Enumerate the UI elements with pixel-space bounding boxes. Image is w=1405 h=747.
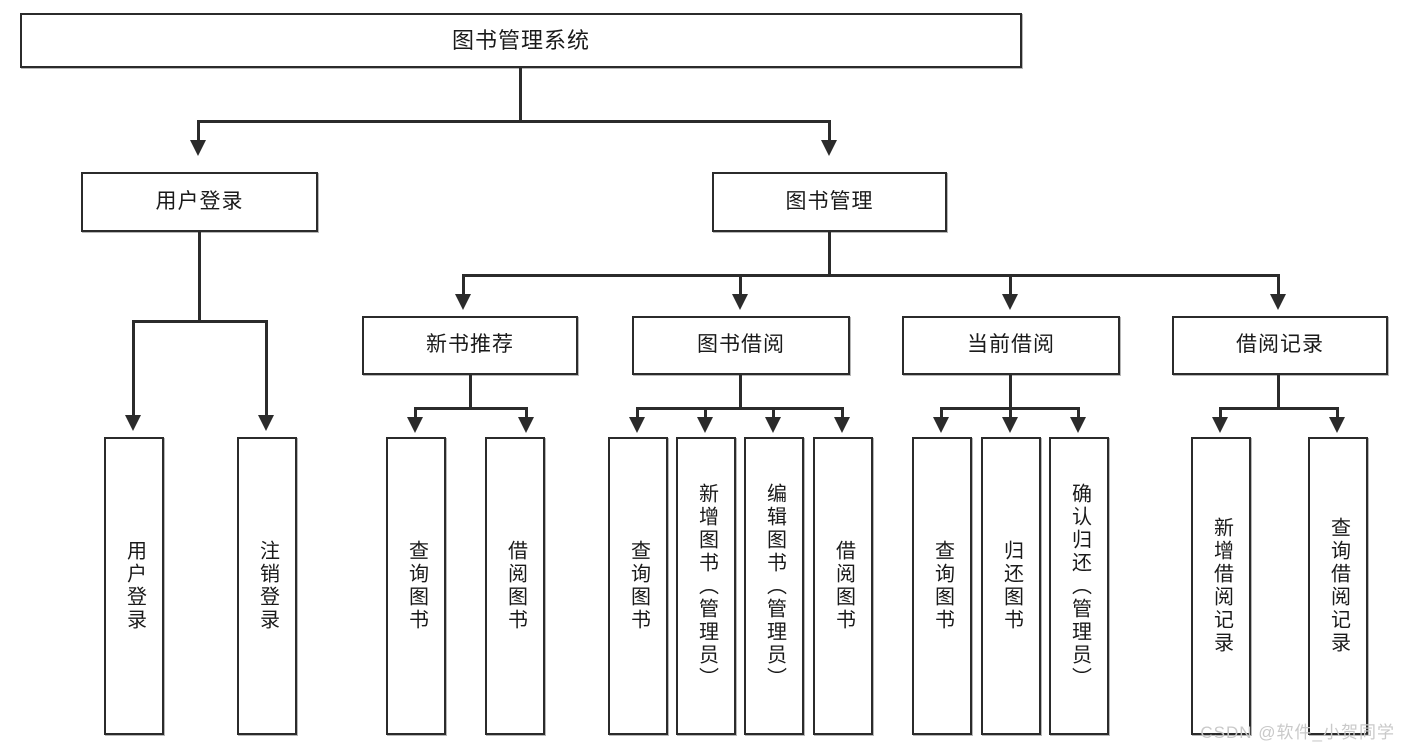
leaf-label: 借阅图书 — [504, 540, 527, 632]
connector-userlogin-drop-1 — [265, 320, 268, 417]
leaf-book-borrow-3[interactable]: 借阅图书 — [813, 437, 873, 735]
node-borrow-record[interactable]: 借阅记录 — [1172, 316, 1388, 375]
connector-currentborrow-drop-0 — [940, 407, 943, 419]
leaf-label: 借阅图书 — [832, 540, 855, 632]
connector-borrowrecord-drop-1 — [1336, 407, 1339, 419]
arrowhead-bookmgmt-0 — [455, 294, 471, 310]
connector-level2-bus — [197, 120, 831, 123]
arrowhead-bookborrow-1 — [697, 417, 713, 433]
connector-bookmgmt-drop-1 — [739, 274, 742, 296]
leaf-borrow-record-1[interactable]: 查询借阅记录 — [1308, 437, 1368, 735]
connector-borrowrecord-bus — [1219, 407, 1339, 410]
node-label: 图书管理 — [785, 189, 874, 213]
leaf-label: 归还图书 — [1000, 540, 1023, 632]
leaf-borrow-record-0[interactable]: 新增借阅记录 — [1191, 437, 1251, 735]
node-user-login[interactable]: 用户登录 — [81, 172, 318, 232]
node-label: 借阅记录 — [1236, 333, 1324, 357]
leaf-label: 注销登录 — [256, 540, 279, 632]
leaf-new-book-recommend-0[interactable]: 查询图书 — [386, 437, 446, 735]
connector-bookborrow-drop-0 — [636, 407, 639, 419]
leaf-book-borrow-1[interactable]: 新增图书（管理员） — [676, 437, 736, 735]
connector-newbook-stem — [469, 375, 472, 407]
arrowhead-level2-left — [190, 140, 206, 156]
leaf-label: 查询图书 — [931, 540, 954, 632]
connector-root-stem — [519, 68, 522, 120]
leaf-label: 确认归还（管理员） — [1068, 482, 1091, 690]
connector-borrowrecord-drop-0 — [1219, 407, 1222, 419]
leaf-label: 查询图书 — [627, 540, 650, 632]
connector-bookborrow-drop-2 — [772, 407, 775, 419]
node-current-borrow[interactable]: 当前借阅 — [902, 316, 1120, 375]
connector-borrowrecord-stem — [1277, 375, 1280, 407]
arrowhead-bookborrow-0 — [629, 417, 645, 433]
leaf-current-borrow-2[interactable]: 确认归还（管理员） — [1049, 437, 1109, 735]
leaf-label: 新增图书（管理员） — [695, 482, 718, 690]
node-label: 图书管理系统 — [451, 27, 590, 53]
leaf-label: 用户登录 — [123, 540, 146, 632]
connector-bookmgmt-stem — [828, 232, 831, 274]
arrowhead-currentborrow-2 — [1070, 417, 1086, 433]
leaf-user-login-0[interactable]: 用户登录 — [104, 437, 164, 735]
watermark-text: CSDN @软件_小贺同学 — [1200, 723, 1395, 742]
leaf-current-borrow-0[interactable]: 查询图书 — [912, 437, 972, 735]
leaf-book-borrow-0[interactable]: 查询图书 — [608, 437, 668, 735]
arrowhead-bookmgmt-1 — [732, 294, 748, 310]
node-new-book-recommend[interactable]: 新书推荐 — [362, 316, 578, 375]
connector-bookborrow-stem — [739, 375, 742, 407]
arrowhead-bookmgmt-2 — [1002, 294, 1018, 310]
connector-bookmgmt-drop-0 — [462, 274, 465, 296]
arrowhead-currentborrow-0 — [933, 417, 949, 433]
arrowhead-userlogin-1 — [258, 415, 274, 431]
leaf-label: 编辑图书（管理员） — [763, 482, 786, 690]
node-label: 新书推荐 — [426, 333, 514, 357]
connector-currentborrow-drop-2 — [1077, 407, 1080, 419]
arrowhead-borrowrecord-1 — [1329, 417, 1345, 433]
connector-bookmgmt-bus — [462, 274, 1280, 277]
connector-newbook-bus — [414, 407, 528, 410]
leaf-label: 新增借阅记录 — [1210, 517, 1233, 655]
connector-newbook-drop-1 — [525, 407, 528, 419]
arrowhead-borrowrecord-0 — [1212, 417, 1228, 433]
arrowhead-bookborrow-2 — [765, 417, 781, 433]
connector-level2-drop-left — [197, 120, 200, 142]
leaf-user-login-1[interactable]: 注销登录 — [237, 437, 297, 735]
leaf-new-book-recommend-1[interactable]: 借阅图书 — [485, 437, 545, 735]
connector-userlogin-stem — [198, 232, 201, 320]
node-book-borrow[interactable]: 图书借阅 — [632, 316, 850, 375]
arrowhead-userlogin-0 — [125, 415, 141, 431]
connector-newbook-drop-0 — [414, 407, 417, 419]
connector-bookmgmt-drop-3 — [1277, 274, 1280, 296]
connector-currentborrow-drop-1 — [1009, 407, 1012, 419]
node-label: 图书借阅 — [697, 333, 785, 357]
arrowhead-bookborrow-3 — [834, 417, 850, 433]
arrowhead-currentborrow-1 — [1002, 417, 1018, 433]
arrowhead-level2-right — [821, 140, 837, 156]
leaf-current-borrow-1[interactable]: 归还图书 — [981, 437, 1041, 735]
node-label: 当前借阅 — [967, 333, 1055, 357]
connector-level2-drop-right — [828, 120, 831, 142]
connector-userlogin-drop-0 — [132, 320, 135, 417]
arrowhead-bookmgmt-3 — [1270, 294, 1286, 310]
connector-bookborrow-bus — [636, 407, 844, 410]
leaf-book-borrow-2[interactable]: 编辑图书（管理员） — [744, 437, 804, 735]
connector-currentborrow-stem — [1009, 375, 1012, 407]
connector-bookborrow-drop-1 — [704, 407, 707, 419]
connector-bookborrow-drop-3 — [841, 407, 844, 419]
connector-userlogin-bus — [132, 320, 268, 323]
arrowhead-newbook-0 — [407, 417, 423, 433]
leaf-label: 查询图书 — [405, 540, 428, 632]
node-book-management[interactable]: 图书管理 — [712, 172, 947, 232]
connector-bookmgmt-drop-2 — [1009, 274, 1012, 296]
leaf-label: 查询借阅记录 — [1327, 517, 1350, 655]
node-label: 用户登录 — [155, 189, 244, 213]
arrowhead-newbook-1 — [518, 417, 534, 433]
node-root-system[interactable]: 图书管理系统 — [20, 13, 1022, 68]
